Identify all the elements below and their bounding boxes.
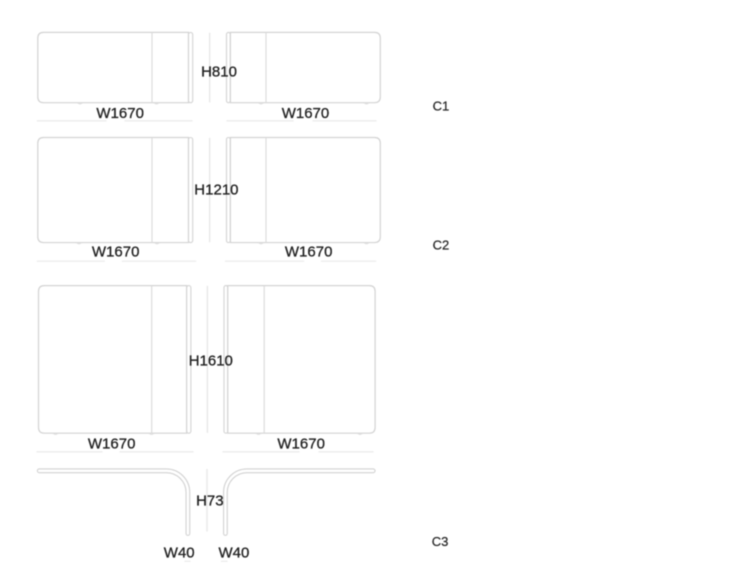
svg-text:W1670: W1670 bbox=[282, 105, 330, 122]
svg-text:W1670: W1670 bbox=[96, 105, 144, 122]
svg-text:C2: C2 bbox=[433, 237, 450, 252]
svg-text:W40: W40 bbox=[219, 545, 250, 562]
svg-text:C3: C3 bbox=[432, 534, 449, 549]
svg-text:W1670: W1670 bbox=[92, 244, 140, 261]
svg-text:H73: H73 bbox=[196, 493, 224, 510]
svg-text:W1670: W1670 bbox=[277, 436, 325, 453]
svg-text:H1210: H1210 bbox=[194, 181, 238, 198]
svg-text:W1670: W1670 bbox=[285, 244, 333, 261]
svg-text:C1: C1 bbox=[433, 98, 450, 113]
svg-text:H810: H810 bbox=[201, 63, 237, 80]
svg-text:W1670: W1670 bbox=[88, 436, 136, 453]
svg-text:W40: W40 bbox=[164, 545, 195, 562]
svg-text:H1610: H1610 bbox=[189, 352, 233, 369]
